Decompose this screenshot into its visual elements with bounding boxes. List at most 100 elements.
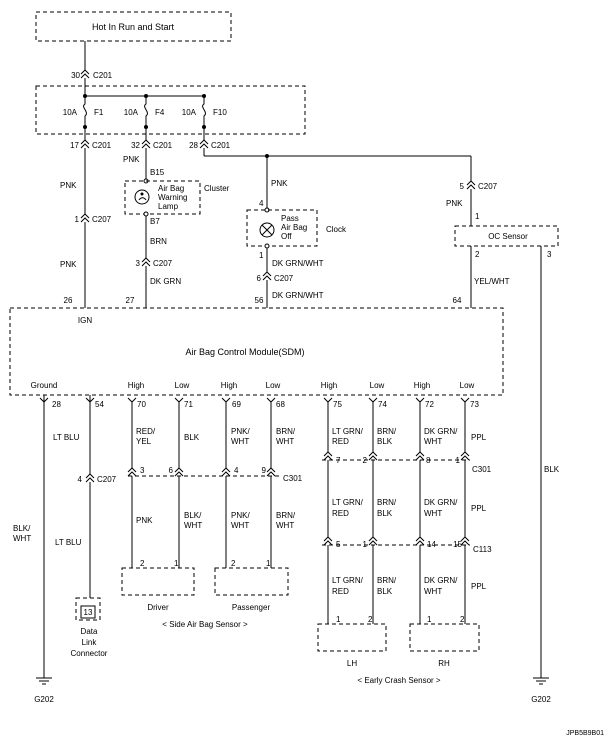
svg-text:69: 69 xyxy=(232,400,241,409)
svg-text:Low: Low xyxy=(370,381,385,390)
fuse-f10: 10A F10 xyxy=(182,96,227,129)
svg-text:B7: B7 xyxy=(150,217,160,226)
svg-text:F10: F10 xyxy=(213,108,227,117)
svg-text:LT GRN/: LT GRN/ xyxy=(332,498,364,507)
crash-sensor-rh: 1 2 RH xyxy=(409,615,480,668)
svg-text:C207: C207 xyxy=(478,182,498,191)
wire-f10-branch xyxy=(203,148,472,181)
svg-text:C207: C207 xyxy=(274,274,294,283)
svg-text:B15: B15 xyxy=(150,168,165,177)
svg-text:68: 68 xyxy=(276,400,285,409)
svg-text:Connector: Connector xyxy=(71,649,108,658)
svg-text:2: 2 xyxy=(231,559,236,568)
svg-text:LT GRN/: LT GRN/ xyxy=(332,427,364,436)
svg-text:DK GRN/WHT: DK GRN/WHT xyxy=(272,259,324,268)
side-sensor-group-label: < Side Air Bag Sensor > xyxy=(162,620,248,629)
svg-text:C113: C113 xyxy=(473,545,492,554)
svg-text:10A: 10A xyxy=(63,108,78,117)
svg-text:30: 30 xyxy=(71,71,80,80)
svg-text:1: 1 xyxy=(259,251,264,260)
fuse-block: 10A F1 10A F4 10A F10 xyxy=(35,85,306,135)
svg-text:2: 2 xyxy=(363,456,368,465)
svg-text:LT BLU: LT BLU xyxy=(55,538,82,547)
svg-text:14: 14 xyxy=(427,540,436,549)
svg-text:C201: C201 xyxy=(92,141,112,150)
svg-text:Driver: Driver xyxy=(147,603,169,612)
svg-text:75: 75 xyxy=(333,400,342,409)
power-source-label: Hot In Run and Start xyxy=(92,22,175,32)
svg-text:Data: Data xyxy=(81,627,98,636)
svg-text:4: 4 xyxy=(234,466,239,475)
connector-c201-top: 30 C201 xyxy=(71,69,113,80)
svg-text:LT BLU: LT BLU xyxy=(53,433,80,442)
svg-text:BLK: BLK xyxy=(184,433,200,442)
sdm-pin-terminals xyxy=(39,397,470,403)
svg-text:1: 1 xyxy=(363,540,368,549)
svg-text:DK GRN/: DK GRN/ xyxy=(424,498,458,507)
svg-text:C201: C201 xyxy=(153,141,173,150)
airbag-lamp-icon xyxy=(134,189,150,205)
svg-text:High: High xyxy=(321,381,337,390)
svg-text:26: 26 xyxy=(64,296,73,305)
svg-text:1: 1 xyxy=(475,212,480,221)
svg-text:Warning: Warning xyxy=(158,193,188,202)
svg-text:DK GRN/: DK GRN/ xyxy=(424,427,458,436)
svg-text:YEL: YEL xyxy=(136,437,152,446)
svg-text:Link: Link xyxy=(82,638,98,647)
svg-text:64: 64 xyxy=(453,296,462,305)
connector-c201-f10: 28 C201 xyxy=(189,134,231,150)
svg-text:LT GRN/: LT GRN/ xyxy=(332,576,364,585)
svg-text:DK GRN/: DK GRN/ xyxy=(424,576,458,585)
svg-text:YEL/WHT: YEL/WHT xyxy=(474,277,510,286)
svg-text:BRN/: BRN/ xyxy=(276,427,296,436)
cluster-warning-lamp: PNK B15 Air Bag Warning Lamp Cluster B7 … xyxy=(123,148,230,308)
svg-text:WHT: WHT xyxy=(13,534,31,543)
svg-text:Air Bag: Air Bag xyxy=(158,184,184,193)
svg-text:C301: C301 xyxy=(472,465,492,474)
svg-text:LH: LH xyxy=(347,659,357,668)
svg-text:G202: G202 xyxy=(34,695,54,704)
svg-text:Low: Low xyxy=(266,381,281,390)
svg-text:RED: RED xyxy=(332,437,349,446)
svg-text:Ground: Ground xyxy=(31,381,58,390)
svg-text:2: 2 xyxy=(368,615,373,624)
svg-text:BRN/: BRN/ xyxy=(377,576,397,585)
ground-icon xyxy=(36,677,52,685)
svg-text:G202: G202 xyxy=(531,695,551,704)
svg-text:PPL: PPL xyxy=(471,433,487,442)
svg-text:1: 1 xyxy=(75,215,80,224)
side-sensor-wires: 3 6 4 9 RED/ YEL BLK PNK/ WHT BRN/ WHT P… xyxy=(127,402,296,568)
svg-text:RH: RH xyxy=(438,659,450,668)
svg-text:DK GRN: DK GRN xyxy=(150,277,181,286)
svg-text:WHT: WHT xyxy=(424,437,442,446)
connector-c301: C301 C301 xyxy=(283,465,492,483)
svg-text:PNK/: PNK/ xyxy=(231,511,250,520)
svg-text:5: 5 xyxy=(460,182,465,191)
svg-text:Air Bag: Air Bag xyxy=(281,223,307,232)
svg-text:Low: Low xyxy=(460,381,475,390)
svg-text:F4: F4 xyxy=(155,108,165,117)
svg-text:1: 1 xyxy=(266,559,271,568)
svg-text:3: 3 xyxy=(140,466,145,475)
svg-text:PNK: PNK xyxy=(60,260,77,269)
svg-text:High: High xyxy=(221,381,237,390)
svg-text:1: 1 xyxy=(456,456,461,465)
svg-text:56: 56 xyxy=(255,296,264,305)
svg-text:PNK: PNK xyxy=(136,516,153,525)
svg-text:F1: F1 xyxy=(94,108,104,117)
power-source: Hot In Run and Start xyxy=(35,11,232,70)
fuse-f1: 10A F1 xyxy=(63,96,104,129)
svg-text:13: 13 xyxy=(84,608,93,617)
svg-text:BLK/: BLK/ xyxy=(13,524,31,533)
svg-text:70: 70 xyxy=(137,400,146,409)
svg-text:WHT: WHT xyxy=(424,587,442,596)
svg-text:C207: C207 xyxy=(92,215,112,224)
svg-text:Cluster: Cluster xyxy=(204,184,230,193)
fuse-f4: 10A F4 xyxy=(124,96,165,129)
svg-text:28: 28 xyxy=(189,141,198,150)
connector-c201-f1: 17 C201 xyxy=(70,134,112,150)
svg-text:Clock: Clock xyxy=(326,225,347,234)
ground-icon xyxy=(533,677,549,685)
svg-text:BLK: BLK xyxy=(377,587,393,596)
svg-text:1: 1 xyxy=(174,559,179,568)
